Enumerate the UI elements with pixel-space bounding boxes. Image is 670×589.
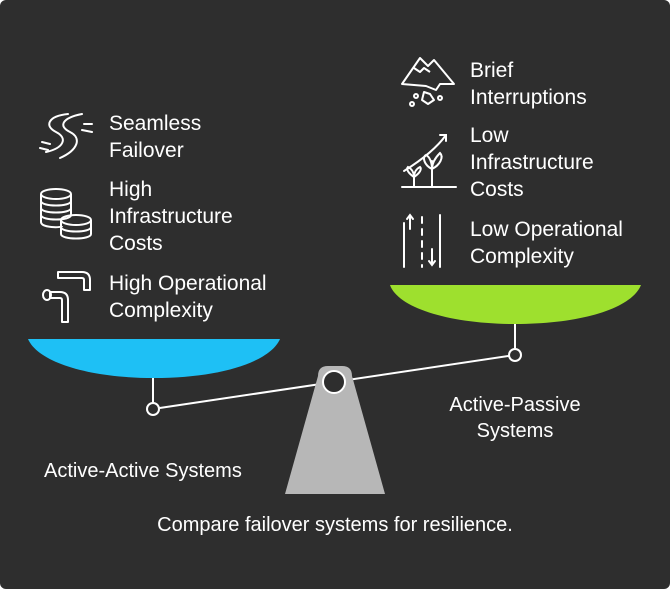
fulcrum-pin — [322, 370, 346, 394]
low-operational-complexity-label: Low Operational Complexity — [470, 218, 623, 268]
growing-plants-icon — [401, 134, 457, 188]
high-operational-complexity-label: High Operational Complexity — [109, 272, 267, 322]
footer-caption: Compare failover systems for resilience. — [157, 514, 513, 536]
fulcrum — [285, 366, 385, 494]
coin-stack-icon — [40, 188, 92, 240]
right-pivot — [508, 348, 522, 362]
seamless-failover-label: Seamless Failover — [109, 112, 202, 162]
pipe-icon — [42, 271, 91, 323]
right-pan — [390, 285, 641, 324]
high-infrastructure-costs-label: High Infrastructure Costs — [109, 178, 233, 255]
winding-road-icon — [39, 113, 93, 159]
active-active-caption: Active-Active Systems — [44, 460, 242, 482]
left-pan — [28, 339, 280, 378]
mountain-landslide-icon — [401, 57, 455, 107]
brief-interruptions-label: Brief Interruptions — [470, 59, 587, 109]
low-infrastructure-costs-label: Low Infrastructure Costs — [470, 124, 594, 201]
active-passive-caption: Active-Passive Systems — [449, 394, 581, 442]
road-lanes-icon — [403, 213, 441, 268]
left-pivot — [146, 402, 160, 416]
